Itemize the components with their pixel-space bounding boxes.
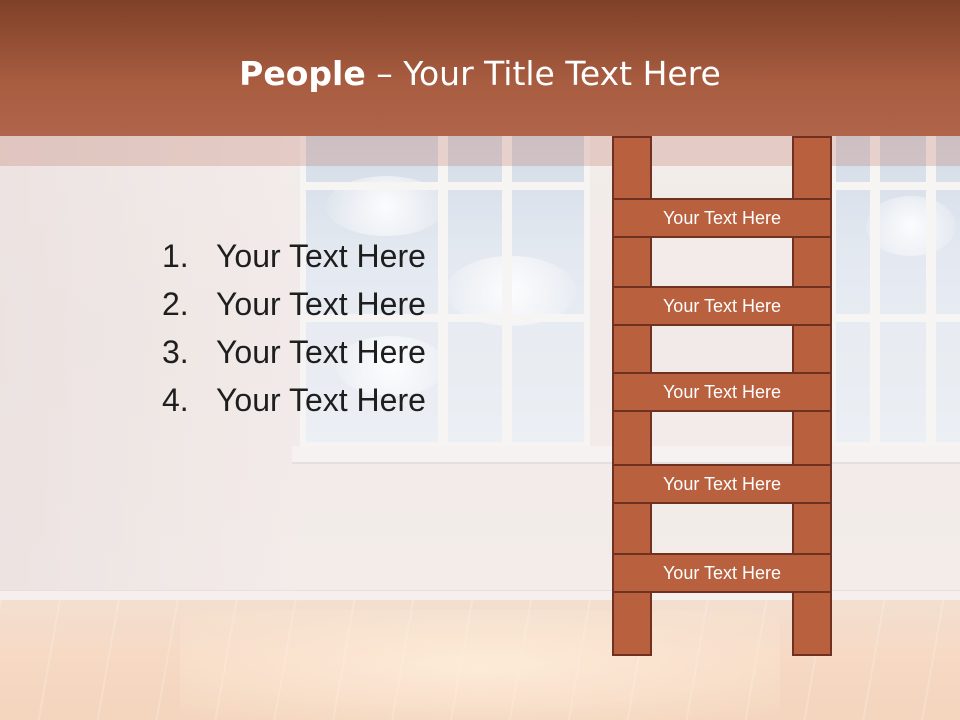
- list-text: Your Text Here: [216, 285, 426, 322]
- ladder-rung: Your Text Here: [612, 286, 832, 326]
- title-rest: – Your Title Text Here: [365, 54, 721, 93]
- list-number: 1.: [162, 237, 189, 274]
- list-item: 1. Your Text Here: [162, 232, 426, 280]
- room-window-left: [300, 130, 590, 448]
- list-number: 2.: [162, 285, 189, 322]
- wall-shadow: [0, 130, 300, 600]
- numbered-list: 1. Your Text Here 2. Your Text Here 3. Y…: [162, 232, 426, 424]
- list-item: 4. Your Text Here: [162, 376, 426, 424]
- baseboard: [0, 590, 960, 601]
- list-number: 4.: [162, 381, 189, 418]
- ladder-rung: Your Text Here: [612, 372, 832, 412]
- list-item: 2. Your Text Here: [162, 280, 426, 328]
- room-window-right: [830, 130, 960, 448]
- ladder-rung: Your Text Here: [612, 198, 832, 238]
- floor-light: [180, 610, 780, 720]
- list-text: Your Text Here: [216, 381, 426, 418]
- ladder-rung: Your Text Here: [612, 464, 832, 504]
- rung-label: Your Text Here: [662, 562, 782, 583]
- title-bold: People: [239, 54, 366, 93]
- title-banner: [0, 0, 960, 136]
- list-number: 3.: [162, 333, 189, 370]
- slide-title: People – Your Title Text Here: [0, 52, 960, 96]
- rung-label: Your Text Here: [662, 207, 782, 228]
- list-text: Your Text Here: [216, 237, 426, 274]
- rung-label: Your Text Here: [662, 381, 782, 402]
- ladder-rung: Your Text Here: [612, 553, 832, 593]
- rung-label: Your Text Here: [662, 473, 782, 494]
- list-item: 3. Your Text Here: [162, 328, 426, 376]
- list-text: Your Text Here: [216, 333, 426, 370]
- rung-label: Your Text Here: [662, 295, 782, 316]
